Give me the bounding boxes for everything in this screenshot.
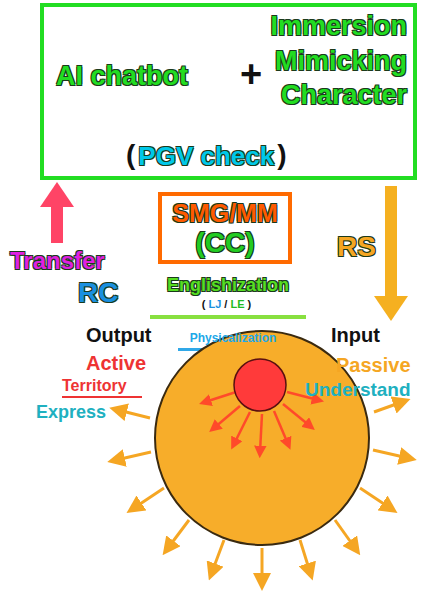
territory-label: Territory (62, 377, 127, 395)
physicalization-label: Physicalization (190, 332, 277, 345)
output-label: Output (86, 324, 152, 346)
rs-arrow (374, 186, 408, 321)
input-label: Input (331, 324, 380, 346)
englishization-label: Englishization (167, 276, 289, 296)
lj-label: LJ (209, 298, 222, 310)
le-label: LE (230, 298, 244, 310)
express-label: Express (36, 403, 106, 423)
green-bar (150, 315, 306, 319)
character-text: Immersion Mimicking Character (247, 9, 407, 113)
active-label: Active (86, 352, 146, 374)
territory-underline (62, 396, 142, 398)
smg-text: SMG/MM (172, 200, 278, 228)
rc-label: RC (78, 278, 118, 309)
transfer-label: Transfer (10, 248, 105, 274)
plus-sign: + (240, 54, 262, 96)
transfer-arrow (40, 182, 74, 243)
cc-text: (CC) (195, 228, 254, 259)
slash: / (224, 298, 227, 310)
chatbot-text: AI chatbot (56, 62, 188, 92)
check-text: PGV check (138, 142, 274, 171)
center-box: SMG/MM(CC) (158, 192, 292, 264)
core (234, 359, 286, 411)
paren: ( (126, 140, 135, 171)
passive-label: Passive (336, 354, 411, 376)
understand-label: Understand (305, 380, 411, 401)
rs-label: RS (337, 232, 376, 263)
paren: ( (202, 298, 206, 310)
title-box: AI chatbot +Immersion Mimicking Character… (40, 3, 417, 180)
paren: ) (247, 298, 251, 310)
paren: ) (277, 140, 286, 171)
